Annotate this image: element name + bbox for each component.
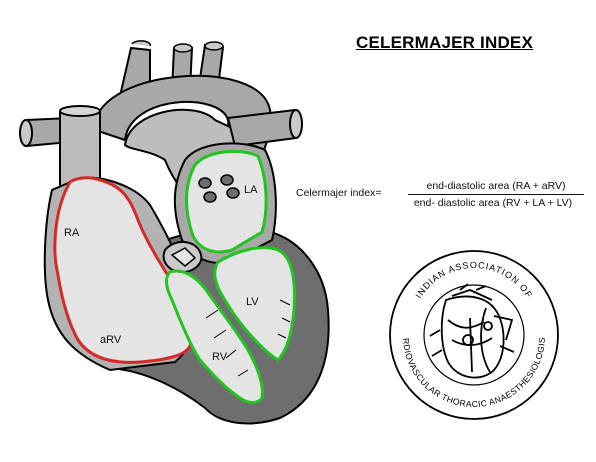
formula-numerator: end-diastolic area (RA + aRV) bbox=[408, 180, 584, 195]
trabeculations bbox=[205, 299, 291, 377]
label-arv: aRV bbox=[100, 334, 122, 346]
pulmonary-vein-openings bbox=[198, 174, 240, 203]
rv-chamber bbox=[164, 269, 264, 404]
label-ra: RA bbox=[64, 227, 80, 239]
page-title: CELERMAJER INDEX bbox=[356, 33, 534, 52]
label-la: LA bbox=[244, 184, 258, 196]
formula-denominator: end- diastolic area (RV + LA + LV) bbox=[413, 197, 573, 209]
label-rv: RV bbox=[212, 351, 228, 363]
lv-chamber bbox=[213, 246, 296, 362]
formula-fraction: end-diastolic area (RA + aRV) end- diast… bbox=[396, 180, 590, 209]
formula-lhs: Celermajer index= bbox=[296, 187, 382, 199]
ra-arv-chamber bbox=[53, 176, 195, 364]
la-chamber bbox=[185, 149, 268, 254]
label-lv: LV bbox=[246, 296, 259, 308]
logo-emblem bbox=[429, 283, 515, 379]
